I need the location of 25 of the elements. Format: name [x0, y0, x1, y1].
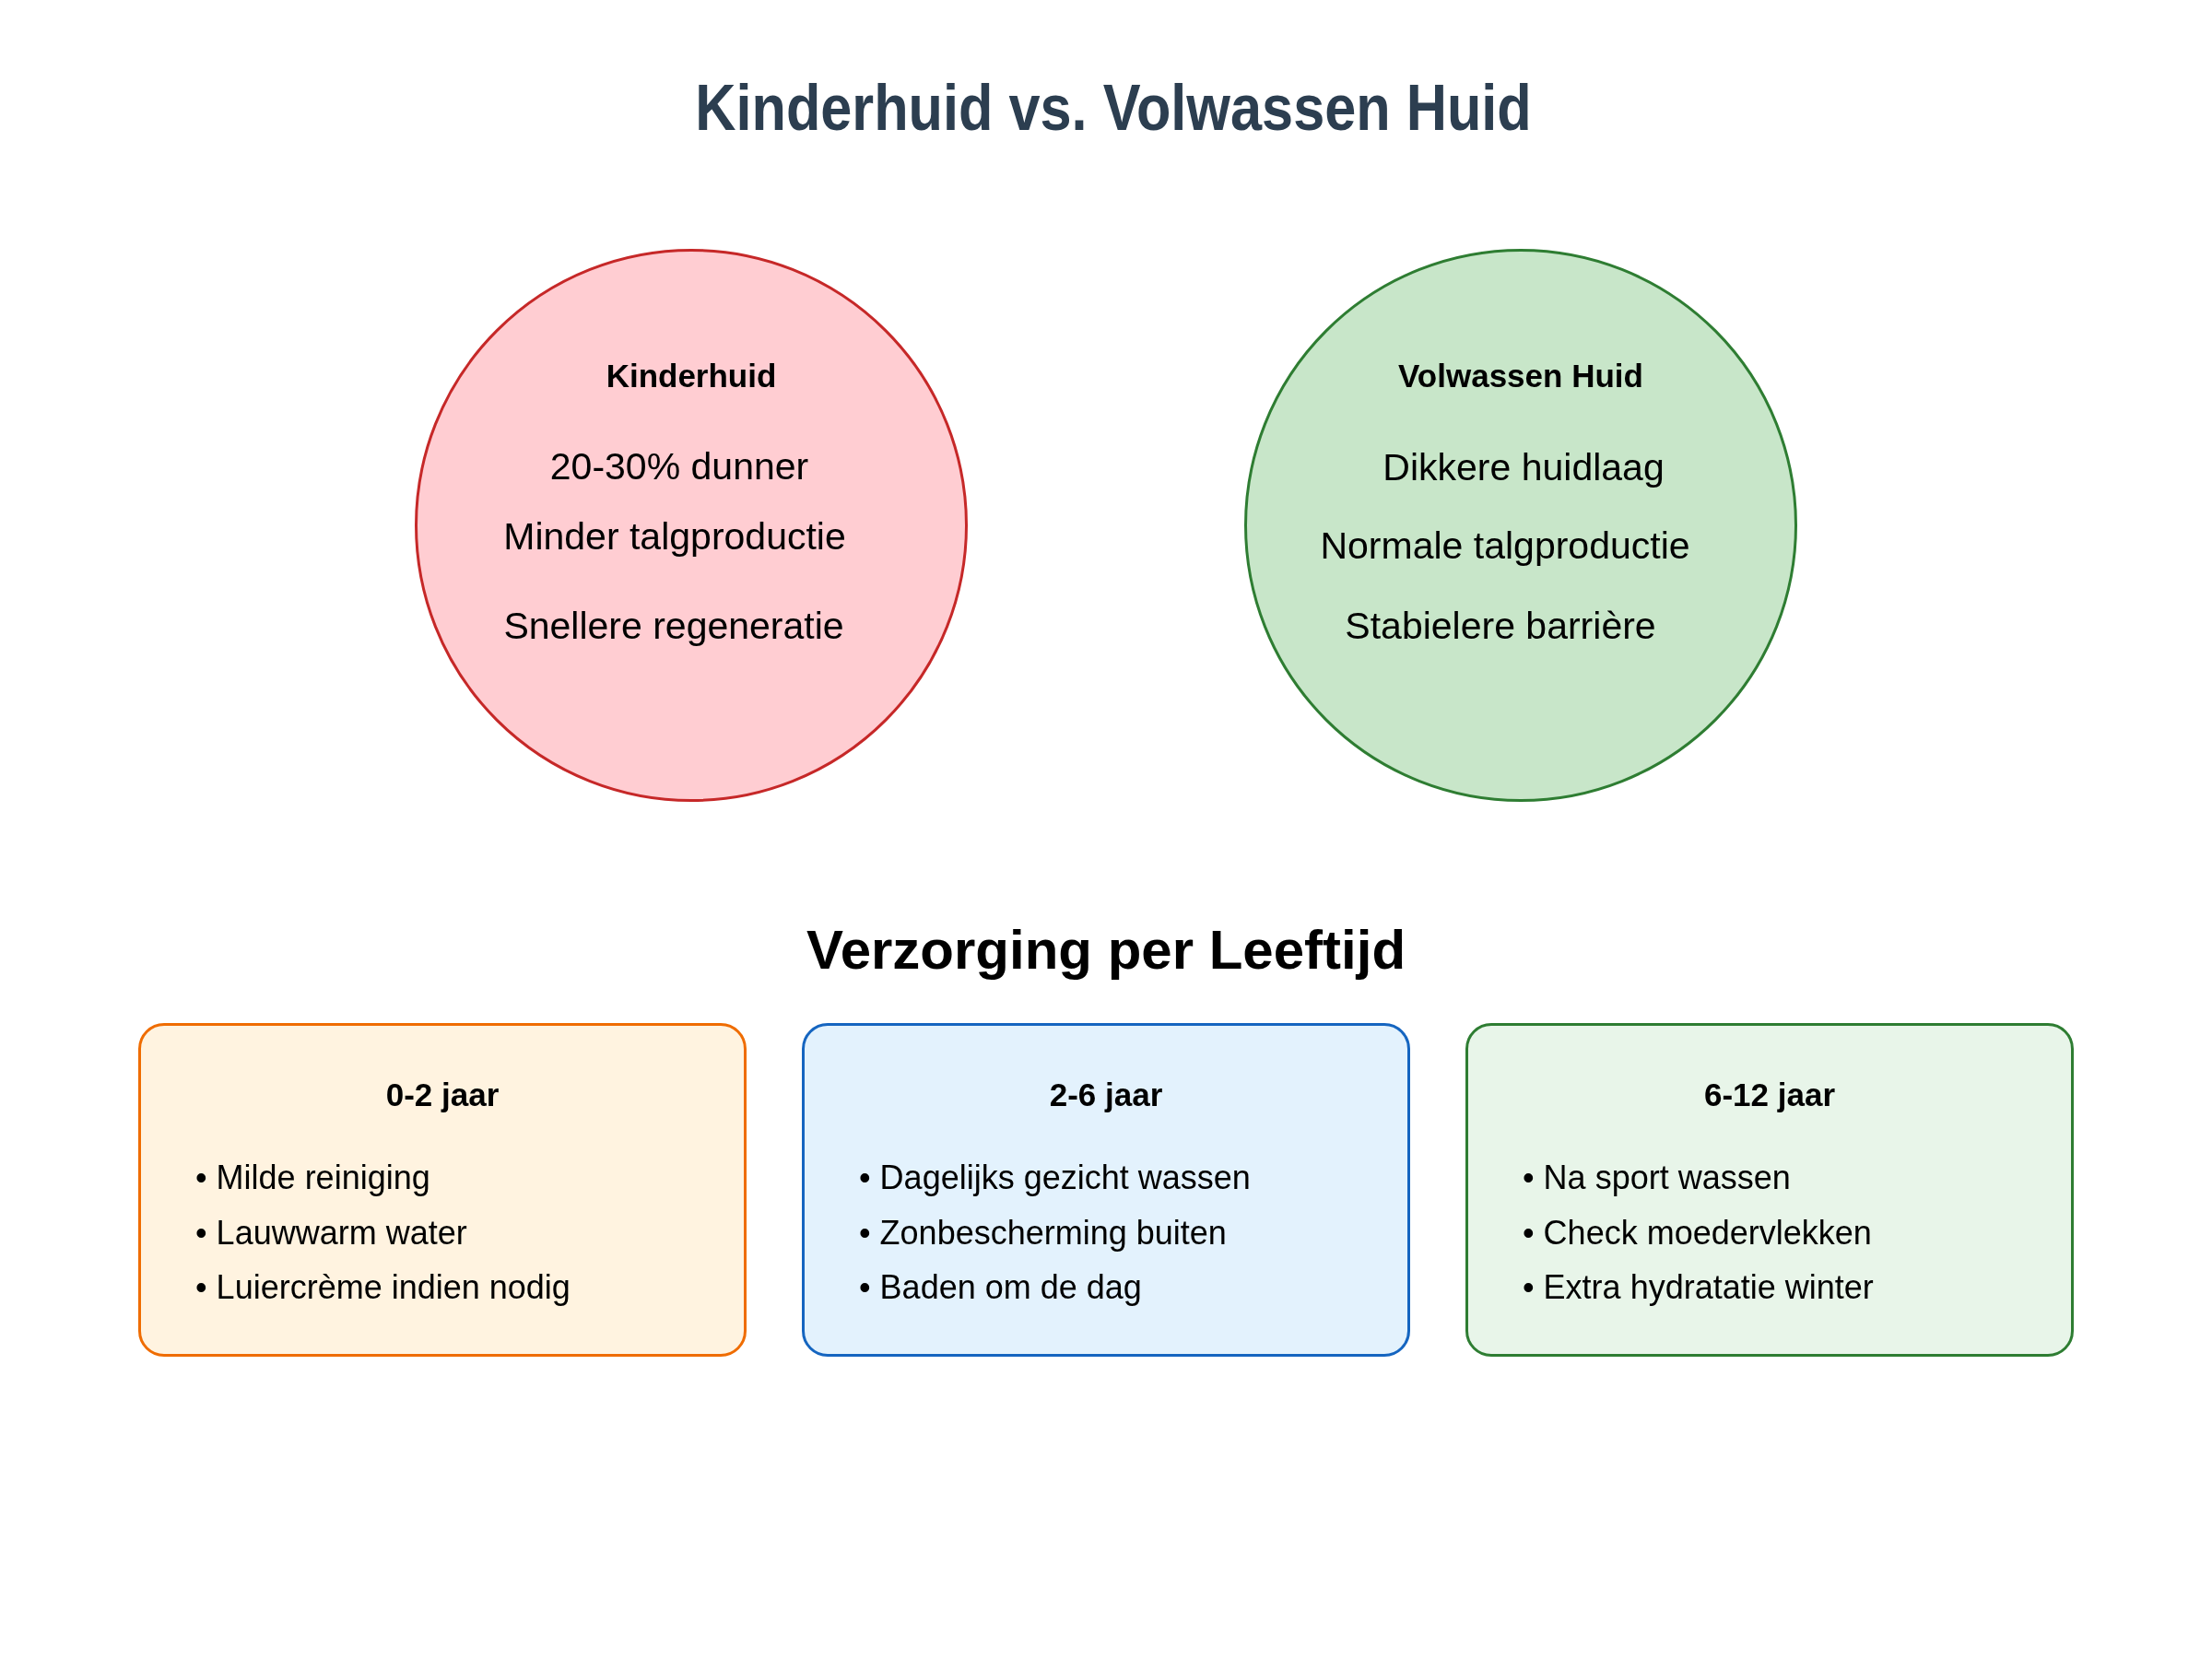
age-heading: 2-6 jaar: [1049, 1076, 1163, 1114]
trait-text: 20-30% dunner: [549, 444, 809, 489]
trait-text: Normale talgproductie: [1320, 524, 1690, 569]
trait-text: Snellere regeneratie: [503, 604, 844, 649]
title: Kinderhuid vs. Volwassen Huid: [695, 71, 1532, 146]
circle-heading: Kinderhuid: [606, 357, 777, 395]
age-group-panel: [802, 1023, 1410, 1357]
age-heading: 0-2 jaar: [385, 1076, 500, 1114]
trait-text: Minder talgproductie: [503, 514, 846, 559]
care-tip-text: • Extra hydratatie winter: [1523, 1267, 1874, 1308]
care-tip-text: • Baden om de dag: [859, 1267, 1142, 1308]
care-tip-text: • Zonbescherming buiten: [859, 1213, 1227, 1253]
trait-text: Stabielere barrière: [1345, 604, 1656, 649]
care-tip-text: • Na sport wassen: [1523, 1158, 1791, 1198]
age-group-panel: [138, 1023, 747, 1357]
age-group-panel: [1465, 1023, 2074, 1357]
care-tip-text: • Dagelijks gezicht wassen: [859, 1158, 1251, 1198]
circle-heading: Volwassen Huid: [1398, 357, 1643, 395]
age-heading: 6-12 jaar: [1703, 1076, 1836, 1114]
care-tip-text: • Milde reiniging: [195, 1158, 430, 1198]
care-tip-text: • Check moedervlekken: [1523, 1213, 1872, 1253]
care-tip-text: • Luiercrème indien nodig: [195, 1267, 571, 1308]
section-heading: Verzorging per Leeftijd: [806, 918, 1406, 982]
care-tip-text: • Lauwwarm water: [195, 1213, 467, 1253]
trait-text: Dikkere huidlaag: [1382, 445, 1665, 490]
